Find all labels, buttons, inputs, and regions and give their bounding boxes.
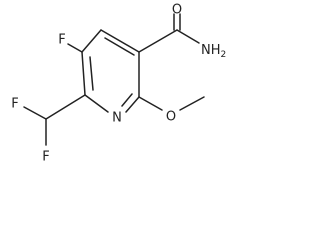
bond-n-c5 — [84, 94, 109, 113]
methoxy-group — [138, 96, 205, 111]
bond-c6-c1 — [81, 29, 102, 53]
bond-c1-c2-inner — [104, 37, 135, 56]
difluoromethyl-group — [23, 94, 86, 146]
atom-label-fluorine-ring: F — [58, 33, 65, 48]
bond-ring-f — [67, 43, 83, 53]
pyridine-ring — [81, 29, 140, 113]
bond-c5-c6-inner — [89, 56, 94, 91]
bond-ring-carbonyl — [138, 29, 178, 53]
bond-ring-chf2 — [45, 94, 86, 120]
amide-nh-text: NH — [201, 43, 221, 58]
bond-c3-n — [125, 96, 140, 113]
bond-ring-o — [138, 96, 163, 111]
bond-c3-n-inner — [121, 93, 133, 107]
atom-label-methoxy-oxygen: O — [166, 110, 176, 125]
bond-o-methyl — [179, 96, 205, 111]
bond-chf2-f-left — [23, 106, 47, 120]
atom-label-fluorine-bottom: F — [42, 150, 49, 165]
atom-label-ring-nitrogen: N — [112, 111, 122, 126]
atom-label-oxygen-carbonyl: O — [172, 3, 182, 18]
bond-c1-c2 — [100, 29, 140, 53]
atom-label-amide-nitrogen: NH2 — [201, 43, 226, 60]
bond-carbonyl-n — [176, 29, 200, 44]
atom-label-fluorine-left: F — [11, 97, 18, 112]
carboxamide-group — [138, 13, 200, 53]
amide-subscript-text: 2 — [221, 50, 227, 60]
molecule-structure: O NH2 F N O F F — [11, 3, 226, 165]
bond-c5-c6 — [81, 51, 86, 96]
